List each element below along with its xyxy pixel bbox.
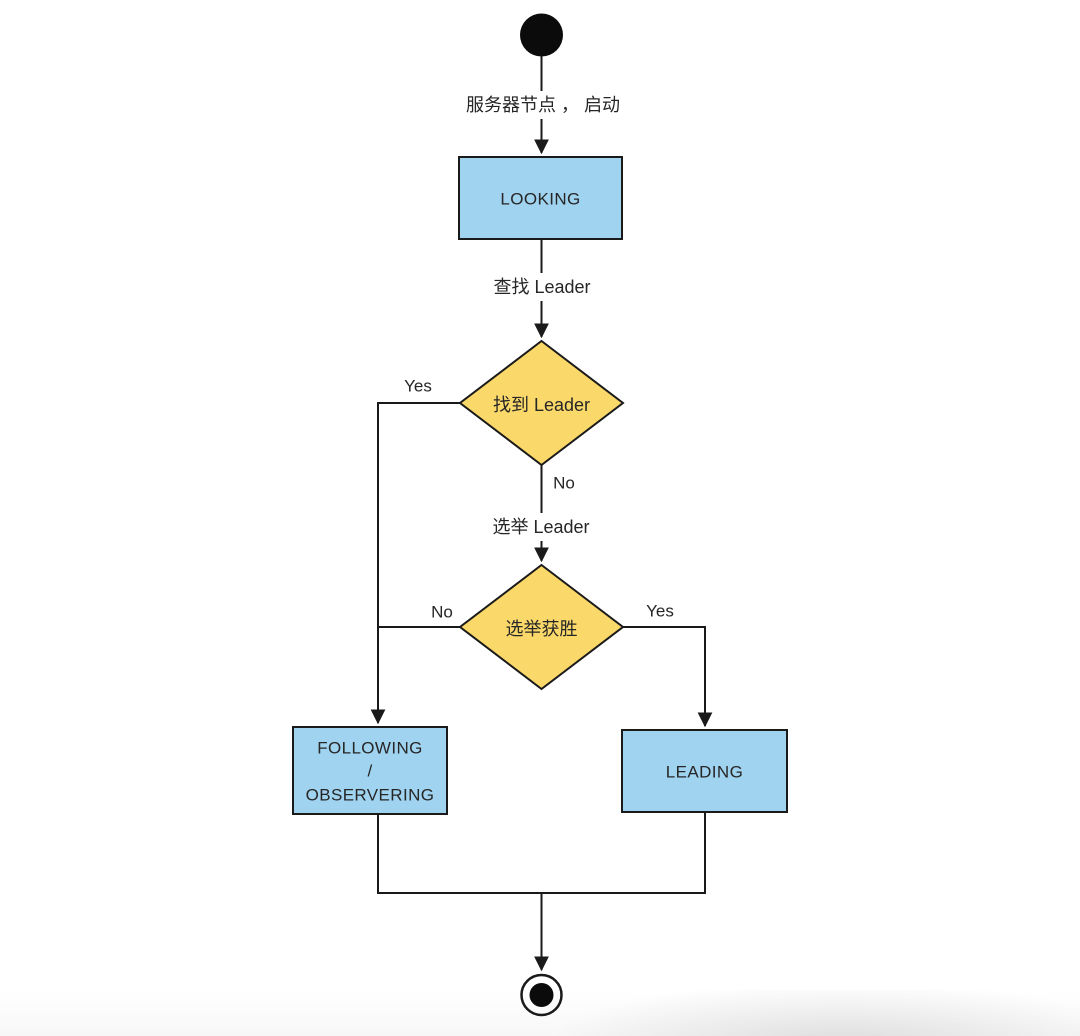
- final-state-node-core: [529, 983, 554, 1007]
- decision-found-leader: [458, 339, 625, 467]
- state-looking: [458, 156, 623, 240]
- edge-election-yes-to-leading: [623, 626, 713, 728]
- decision-found-leader-label: 找到 Leader: [493, 395, 590, 415]
- edge-label-start-transition: 服务器节点 ， 启动: [466, 95, 620, 115]
- edge-leading-to-merge: [541, 812, 706, 894]
- edge-label-election-no: No: [431, 603, 453, 622]
- label-bg-find-leader: [483, 273, 601, 301]
- edge-label-found-no: No: [553, 474, 575, 493]
- state-following-observering: [292, 726, 448, 815]
- edge-label-elect-leader: 选举 Leader: [492, 517, 589, 537]
- edge-label-find-leader: 查找 Leader: [493, 277, 590, 297]
- label-bg-elect-leader: [481, 513, 601, 541]
- state-looking-label: LOOKING: [500, 190, 580, 209]
- edge-label-election-yes: Yes: [646, 602, 674, 621]
- label-bg-start-transition: [452, 91, 632, 119]
- edge-label-found-yes: Yes: [404, 377, 432, 396]
- state-following-label-line3: OBSERVERING: [306, 786, 435, 805]
- decision-election-won: [458, 563, 625, 691]
- state-leading-label: LEADING: [666, 763, 743, 782]
- initial-state-node: [520, 13, 563, 57]
- edge-following-to-merge: [377, 814, 542, 894]
- edge-found-leader-yes-to-following: [370, 402, 460, 725]
- decision-election-won-label: 选举获胜: [506, 619, 578, 639]
- state-following-label-line2: /: [367, 762, 372, 781]
- state-following-label-line1: FOLLOWING: [317, 739, 423, 758]
- state-leading: [621, 729, 788, 813]
